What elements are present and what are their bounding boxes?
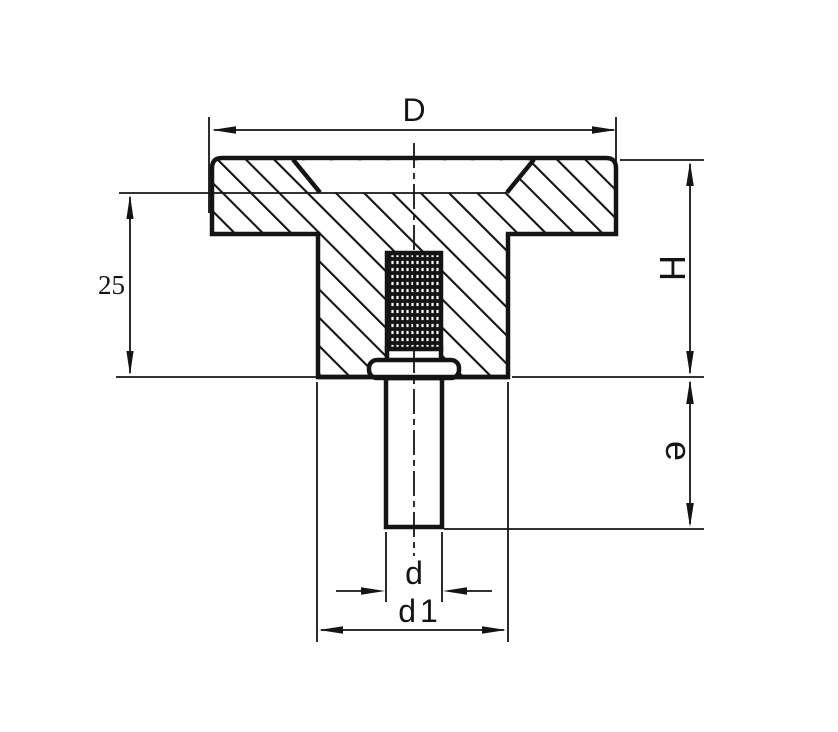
dim-D-arrow-left: [212, 126, 236, 134]
label-e: e: [658, 441, 699, 461]
dim-25-arrow-bottom: [126, 351, 134, 375]
dim-stud-length: e: [444, 380, 704, 530]
recess-chamfer-left-line: [291, 158, 322, 194]
dim-e-arrow-top: [686, 380, 694, 404]
dim-overall-height: H: [512, 159, 704, 378]
dim-d1-arrow-left: [319, 626, 343, 634]
label-d1: d1: [398, 593, 442, 629]
dim-D-arrow-right: [592, 126, 616, 134]
dim-d-arrow-left: [361, 587, 385, 595]
knob-section: [119, 143, 619, 556]
label-H: H: [652, 255, 693, 281]
dim-d-arrow-right: [443, 587, 467, 595]
dim-top-diameter: D: [208, 92, 617, 213]
label-d: d: [405, 555, 423, 591]
label-D: D: [402, 92, 425, 128]
dim-hub-diameter: d1: [316, 382, 509, 642]
label-25: 25: [98, 270, 125, 300]
dim-H-arrow-bottom: [686, 351, 694, 375]
dim-stud-diameter: d: [336, 532, 492, 602]
dim-H-arrow-top: [686, 162, 694, 186]
recess-chamfer-right-line: [505, 158, 536, 194]
dim-25-arrow-top: [126, 195, 134, 219]
dim-flange-depth: 25: [98, 195, 316, 378]
dim-e-arrow-bottom: [686, 503, 694, 527]
dim-d1-arrow-right: [482, 626, 506, 634]
